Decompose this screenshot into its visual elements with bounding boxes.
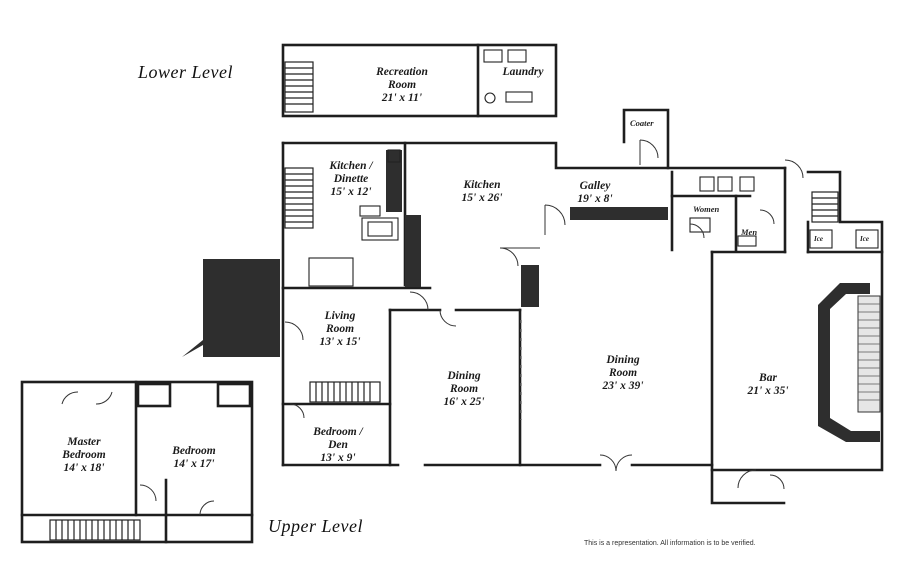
room-bedroom: Bedroom 14' x 17' bbox=[154, 445, 234, 471]
room-name: Bedroom bbox=[172, 445, 216, 457]
room-size: 13' x 9' bbox=[320, 452, 356, 464]
room-women: Women bbox=[693, 204, 720, 214]
room-recreation: Recreation Room 21' x 11' bbox=[362, 66, 442, 105]
deck-dark-area bbox=[182, 259, 280, 357]
room-ice-1: Ice bbox=[814, 235, 823, 243]
room-name: Kitchen bbox=[463, 179, 501, 191]
stairs-lower bbox=[284, 61, 314, 113]
room-name: Galley bbox=[579, 180, 611, 192]
room-men: Men bbox=[741, 227, 758, 237]
room-size: 23' x 39' bbox=[602, 380, 644, 392]
room-bar: Bar 21' x 35' bbox=[728, 372, 808, 398]
room-name: Bedroom / bbox=[313, 426, 363, 438]
room-kitchen: Kitchen 15' x 26' bbox=[442, 179, 522, 205]
room-bedroom-den: Bedroom / Den 13' x 9' bbox=[296, 426, 380, 465]
room-size: 14' x 18' bbox=[63, 462, 105, 474]
room-name: Laundry bbox=[502, 66, 544, 78]
disclaimer-note: This is a representation. All informatio… bbox=[584, 540, 756, 547]
room-living: Living Room 13' x 15' bbox=[300, 310, 380, 349]
room-coater: Coater bbox=[630, 118, 654, 128]
room-galley: Galley 19' x 8' bbox=[562, 180, 628, 206]
room-size: 14' x 17' bbox=[173, 458, 215, 470]
room-ice-2: Ice bbox=[860, 235, 869, 243]
room-dining-small: Dining Room 16' x 25' bbox=[422, 370, 506, 409]
room-name: Living bbox=[324, 310, 356, 322]
room-kitchen-dinette: Kitchen / Dinette 15' x 12' bbox=[314, 160, 388, 199]
room-name-line2: Room bbox=[325, 323, 355, 335]
room-name-line2: Dinette bbox=[333, 173, 369, 185]
kitchen-sink bbox=[361, 217, 399, 241]
room-size: 21' x 35' bbox=[747, 385, 789, 397]
room-master-bedroom: Master Bedroom 14' x 18' bbox=[44, 436, 124, 475]
room-name: Dining bbox=[447, 370, 481, 382]
upper-level-label: Upper Level bbox=[268, 516, 363, 536]
room-dining-large: Dining Room 23' x 39' bbox=[580, 354, 666, 393]
room-name: Bar bbox=[759, 372, 777, 384]
room-size: 16' x 25' bbox=[443, 396, 485, 408]
room-name-line2: Bedroom bbox=[62, 449, 106, 461]
lower-level-outline bbox=[281, 43, 558, 118]
room-size: 21' x 11' bbox=[381, 92, 423, 104]
room-size: 19' x 8' bbox=[577, 193, 613, 205]
stairs-upper bbox=[49, 519, 141, 541]
bar-counter bbox=[818, 283, 880, 442]
room-name: Master bbox=[67, 436, 101, 448]
room-name: Kitchen / bbox=[329, 160, 373, 172]
room-name-line2: Room bbox=[387, 79, 417, 91]
room-name: Dining bbox=[606, 354, 640, 366]
stairs-living bbox=[309, 381, 381, 403]
room-name-line2: Room bbox=[608, 367, 638, 379]
room-size: 15' x 12' bbox=[330, 186, 372, 198]
room-name-line2: Room bbox=[449, 383, 479, 395]
room-laundry: Laundry bbox=[492, 66, 554, 79]
lower-level-label: Lower Level bbox=[138, 62, 233, 82]
stairs-bar bbox=[811, 191, 839, 223]
room-name-line2: Den bbox=[328, 439, 348, 451]
room-size: 13' x 15' bbox=[319, 336, 361, 348]
room-name: Recreation bbox=[376, 66, 428, 78]
room-size: 15' x 26' bbox=[461, 192, 503, 204]
